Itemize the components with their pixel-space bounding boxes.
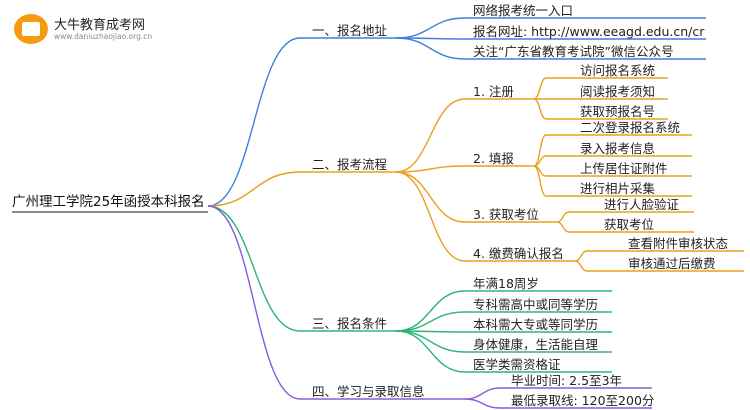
leaf-label: 最低录取线: 120至200分 — [511, 393, 655, 408]
leaf-label: 获取考位 — [604, 217, 655, 232]
leaf-label: 网络报考统一入口 — [473, 3, 574, 18]
leaf-label: 上传居住证附件 — [580, 161, 668, 176]
leaf-label: 报名网址: http://www.eeagd.edu.cn/cr — [473, 24, 705, 39]
link — [395, 17, 466, 39]
link — [574, 250, 588, 262]
step-label: 3. 获取考位 — [473, 207, 539, 222]
leaf-label: 医学类需资格证 — [473, 357, 561, 372]
leaf-label: 录入报考信息 — [580, 141, 656, 156]
link — [556, 211, 570, 223]
logo-title: 大牛教育成考网 — [54, 18, 146, 33]
section-label: 一、报名地址 — [312, 23, 388, 38]
link — [464, 387, 501, 400]
link — [395, 330, 466, 373]
link — [395, 171, 466, 223]
leaf-label: 二次登录报名系统 — [580, 120, 681, 135]
link — [533, 165, 547, 197]
link-root-section — [207, 205, 301, 332]
leaf-label: 关注“广东省教育考试院”微信公众号 — [473, 44, 674, 59]
leaf-label: 身体健康，生活能自理 — [473, 337, 599, 352]
step-label: 2. 填报 — [473, 151, 514, 166]
step-label: 1. 注册 — [473, 84, 514, 99]
link — [556, 221, 570, 233]
leaf-label: 进行人脸验证 — [604, 197, 680, 212]
link — [395, 290, 466, 332]
leaf-label: 访问报名系统 — [580, 63, 656, 78]
link — [395, 311, 466, 332]
leaf-label: 查看附件审核状态 — [628, 236, 729, 251]
link-root-section — [207, 205, 301, 400]
link — [533, 77, 547, 100]
leaf-label: 阅读报考须知 — [580, 84, 656, 99]
leaf-label: 审核通过后缴费 — [628, 256, 716, 271]
leaf-label: 获取预报名号 — [580, 104, 656, 119]
section-label: 三、报名条件 — [312, 316, 388, 331]
link — [395, 37, 466, 60]
link — [395, 98, 466, 173]
link — [574, 260, 588, 272]
root-topic: 广州理工学院25年函授本科报名 — [12, 194, 205, 210]
leaf-label: 年满18周岁 — [473, 276, 539, 291]
book-icon — [14, 14, 48, 44]
link — [464, 398, 501, 409]
link-root-section — [207, 171, 301, 207]
link-root-section — [207, 37, 301, 207]
leaf-label: 专科需高中或同等学历 — [473, 297, 599, 312]
logo-url: www.daniuzhaojiao.org.cn — [54, 32, 153, 41]
link — [533, 98, 547, 120]
leaf-label: 毕业时间: 2.5至3年 — [511, 373, 623, 388]
link — [395, 330, 466, 353]
site-logo: 大牛教育成考网 www.daniuzhaojiao.org.cn — [14, 8, 174, 48]
link — [395, 165, 466, 173]
leaf-label: 本科需大专或等同学历 — [473, 317, 599, 332]
section-label: 二、报考流程 — [312, 157, 388, 172]
link — [395, 171, 466, 262]
leaf-label: 进行相片采集 — [580, 181, 656, 196]
step-label: 4. 缴费确认报名 — [473, 246, 564, 261]
section-label: 四、学习与录取信息 — [312, 384, 425, 399]
